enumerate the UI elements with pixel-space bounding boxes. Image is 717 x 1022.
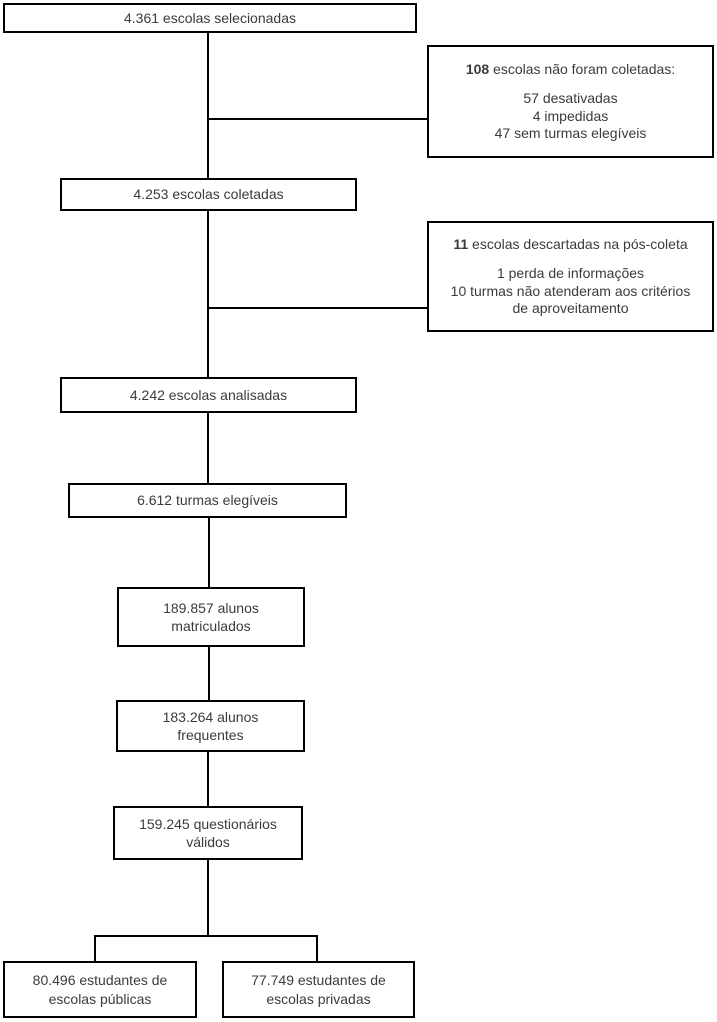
node-alunos-matriculados: 189.857 alunos matriculados: [117, 587, 305, 647]
exclusion-detail-line: 57 desativadas: [523, 90, 618, 106]
connector-frequentes-to-questionarios: [207, 752, 209, 806]
exclusion-title-text: escolas descartadas na pós-coleta: [468, 235, 688, 252]
node-turmas-elegiveis-label: 6.612 turmas elegíveis: [137, 492, 278, 509]
node-questionarios-validos-label: 159.245 questionários válidos: [139, 815, 277, 850]
connector-split-to-privadas: [316, 935, 318, 961]
node-escolas-analisadas: 4.242 escolas analisadas: [60, 377, 357, 413]
connector-turmas-to-matriculados: [208, 518, 210, 587]
exclusion-detail-line: 4 impedidas: [532, 107, 609, 124]
exclusion-detail-line: 1 perda de informações: [496, 265, 645, 281]
node-escolas-analisadas-label: 4.242 escolas analisadas: [129, 386, 288, 403]
connector-split-to-publicas: [94, 935, 96, 961]
node-estudantes-escolas-publicas-label: 80.496 estudantes de escolas públicas: [32, 972, 168, 1007]
connector-selecionadas-to-coletadas: [207, 33, 209, 178]
node-escolas-coletadas: 4.253 escolas coletadas: [60, 178, 357, 211]
exclusion-detail-line: de aproveitamento: [512, 300, 629, 316]
exclusion-box-descartadas-title: 11 escolas descartadas na pós-coleta: [453, 236, 687, 254]
exclusion-box-descartadas-details: 1 perda de informações 10 turmas não ate…: [451, 265, 691, 318]
node-alunos-matriculados-label: 189.857 alunos matriculados: [163, 599, 259, 634]
connector-analisadas-to-turmas: [207, 413, 209, 483]
exclusion-box-nao-coletadas: 108 escolas não foram coletadas: 57 desa…: [427, 45, 714, 158]
node-questionarios-validos: 159.245 questionários válidos: [113, 806, 303, 860]
node-escolas-selecionadas-label: 4.361 escolas selecionadas: [123, 9, 296, 26]
connector-questionarios-to-split: [207, 860, 209, 936]
node-alunos-frequentes: 183.264 alunos frequentes: [116, 700, 305, 752]
exclusion-box-descartadas-pos-coleta: 11 escolas descartadas na pós-coleta 1 p…: [427, 221, 714, 332]
node-estudantes-escolas-publicas: 80.496 estudantes de escolas públicas: [3, 961, 197, 1018]
exclusion-detail-line: 10 turmas não atenderam aos critérios: [450, 282, 691, 299]
exclusion-title-text: escolas não foram coletadas:: [489, 60, 676, 77]
node-alunos-frequentes-label: 183.264 alunos frequentes: [162, 708, 259, 743]
connector-branch-to-exclusion-1: [208, 118, 427, 120]
node-escolas-selecionadas: 4.361 escolas selecionadas: [3, 3, 417, 33]
exclusion-box-nao-coletadas-details: 57 desativadas 4 impedidas 47 sem turmas…: [495, 90, 647, 143]
node-estudantes-escolas-privadas: 77.749 estudantes de escolas privadas: [222, 961, 415, 1018]
connector-split-horizontal: [94, 935, 318, 937]
exclusion-count: 108: [465, 60, 490, 77]
node-escolas-coletadas-label: 4.253 escolas coletadas: [133, 186, 284, 203]
connector-matriculados-to-frequentes: [208, 647, 210, 700]
connector-branch-to-exclusion-2: [208, 307, 427, 309]
node-turmas-elegiveis: 6.612 turmas elegíveis: [68, 483, 347, 518]
exclusion-box-nao-coletadas-title: 108 escolas não foram coletadas:: [466, 61, 675, 79]
exclusion-count: 11: [453, 235, 469, 252]
connector-coletadas-to-analisadas: [207, 211, 209, 377]
node-estudantes-escolas-privadas-label: 77.749 estudantes de escolas privadas: [251, 972, 386, 1007]
exclusion-detail-line: 47 sem turmas elegíveis: [494, 125, 647, 141]
